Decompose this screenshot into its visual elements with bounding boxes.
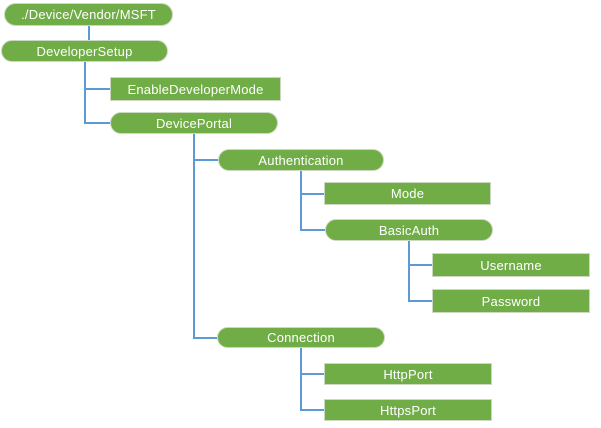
tree-node-authentication: Authentication bbox=[218, 149, 384, 171]
tree-node-device-portal: DevicePortal bbox=[110, 112, 278, 134]
connector-developer-setup-enable-developer-mode-h bbox=[84, 88, 110, 90]
connector-developer-setup-device-portal-v bbox=[84, 62, 86, 124]
connector-connection-https-port-v bbox=[300, 348, 302, 411]
connector-root-developer-setup bbox=[88, 26, 90, 40]
tree-node-http-port: HttpPort bbox=[324, 363, 492, 385]
connector-connection-http-port-h bbox=[300, 373, 324, 375]
connector-developer-setup-device-portal-h bbox=[84, 122, 110, 124]
tree-node-password: Password bbox=[432, 289, 590, 313]
connector-authentication-mode-h bbox=[300, 193, 324, 195]
connector-device-portal-connection-v bbox=[193, 134, 195, 339]
connector-authentication-basic-auth-v bbox=[300, 171, 302, 231]
tree-node-enable-developer-mode: EnableDeveloperMode bbox=[110, 77, 281, 101]
connector-basic-auth-password-v bbox=[408, 241, 410, 302]
tree-node-basic-auth: BasicAuth bbox=[325, 219, 493, 241]
connector-basic-auth-username-h bbox=[408, 264, 432, 266]
tree-node-mode: Mode bbox=[324, 182, 491, 205]
connector-basic-auth-password-h bbox=[408, 300, 432, 302]
tree-node-connection: Connection bbox=[217, 327, 385, 348]
tree-node-developer-setup: DeveloperSetup bbox=[1, 40, 168, 62]
connector-authentication-basic-auth-h bbox=[300, 229, 325, 231]
tree-node-root: ./Device/Vendor/MSFT bbox=[4, 3, 173, 26]
tree-node-username: Username bbox=[432, 253, 590, 277]
tree-node-https-port: HttpsPort bbox=[324, 399, 492, 421]
connector-device-portal-connection-h bbox=[193, 337, 217, 339]
connector-device-portal-authentication-h bbox=[193, 159, 218, 161]
connector-connection-https-port-h bbox=[300, 409, 324, 411]
